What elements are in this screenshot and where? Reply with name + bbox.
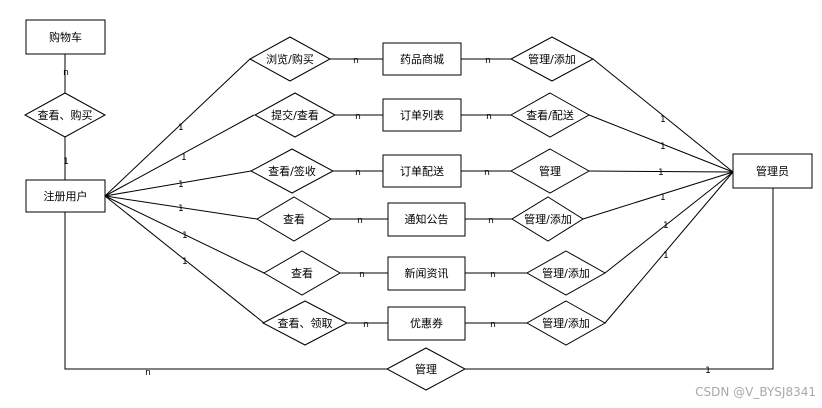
- cardinality-1: 1: [178, 204, 184, 214]
- cardinality-1: 1: [658, 168, 664, 178]
- relation-view-deliver: 查看/配送: [509, 92, 591, 138]
- relation-browse-buy: 浏览/购买: [248, 36, 332, 82]
- cardinality-1: 1: [63, 157, 69, 167]
- entity-order-list-label: 订单列表: [400, 108, 444, 122]
- entity-admin: 管理员: [732, 153, 813, 189]
- relation-view-notice-label: 查看: [283, 212, 305, 226]
- entity-user: 注册用户: [25, 179, 106, 213]
- relation-manage-bottom: 管理: [385, 347, 467, 391]
- cardinality-1: 1: [660, 142, 666, 152]
- cardinality-n: n: [490, 270, 496, 280]
- cardinality-1: 1: [660, 115, 666, 125]
- entity-cart: 购物车: [25, 19, 106, 55]
- relation-view-news: 查看: [263, 250, 341, 296]
- relation-view-news-label: 查看: [291, 266, 313, 280]
- cardinality-n: n: [363, 320, 369, 330]
- entity-order-delivery-label: 订单配送: [400, 164, 444, 178]
- cardinality-n: n: [486, 112, 492, 122]
- cardinality-n: n: [357, 216, 363, 226]
- entity-admin-label: 管理员: [756, 164, 789, 178]
- relation-manage-add-1: 管理/添加: [509, 36, 595, 82]
- cardinality-n: n: [63, 68, 69, 78]
- relation-submit-view: 提交/查看: [253, 92, 337, 138]
- relation-manage-1: 管理: [509, 148, 591, 194]
- entity-news-label: 新闻资讯: [405, 266, 449, 280]
- relation-cart-user-label: 查看、购买: [38, 108, 93, 122]
- cardinality-n: n: [355, 112, 361, 122]
- entity-news: 新闻资讯: [387, 256, 466, 291]
- watermark-text: CSDN @V_BYSJ8341: [695, 385, 816, 399]
- entity-coupon: 优惠券: [387, 306, 466, 341]
- relation-manage-add-2-label: 管理/添加: [524, 212, 572, 226]
- relation-manage-add-3-label: 管理/添加: [542, 266, 590, 280]
- cardinality-n: n: [145, 368, 151, 378]
- cardinality-n: n: [485, 56, 491, 66]
- relation-cart-user: 查看、购买: [23, 92, 107, 138]
- entity-notice-label: 通知公告: [405, 212, 449, 226]
- cardinality-1: 1: [182, 231, 188, 241]
- entity-order-delivery: 订单配送: [382, 154, 462, 188]
- entity-coupon-label: 优惠券: [410, 316, 443, 330]
- entity-user-label: 注册用户: [44, 189, 88, 203]
- relation-view-notice: 查看: [256, 196, 332, 242]
- relation-manage-1-label: 管理: [539, 164, 561, 178]
- cardinality-1: 1: [663, 251, 669, 261]
- cardinality-1: 1: [660, 193, 666, 203]
- relation-manage-add-1-label: 管理/添加: [528, 52, 576, 66]
- relation-manage-add-4-label: 管理/添加: [542, 316, 590, 330]
- relation-view-claim-label: 查看、领取: [278, 316, 333, 330]
- entity-cart-label: 购物车: [49, 30, 82, 44]
- entity-drug-mall: 药品商城: [382, 42, 462, 76]
- cardinality-n: n: [490, 320, 496, 330]
- relation-view-deliver-label: 查看/配送: [526, 108, 574, 122]
- connector-lines: [64, 54, 774, 370]
- cardinality-n: n: [355, 168, 361, 178]
- relation-manage-add-3: 管理/添加: [525, 250, 607, 296]
- relation-view-sign-label: 查看/签收: [268, 164, 316, 178]
- relation-view-sign: 查看/签收: [249, 148, 335, 194]
- cardinality-1: 1: [181, 153, 187, 163]
- entity-order-list: 订单列表: [382, 98, 462, 132]
- cardinality-1: 1: [705, 366, 711, 376]
- relation-manage-add-2: 管理/添加: [511, 196, 584, 242]
- cardinality-n: n: [484, 168, 490, 178]
- relation-manage-add-4: 管理/添加: [525, 300, 607, 346]
- cardinality-n: n: [353, 56, 359, 66]
- relation-submit-view-label: 提交/查看: [271, 108, 319, 122]
- cardinality-1: 1: [663, 221, 669, 231]
- cardinality-n: n: [359, 270, 365, 280]
- cardinality-n: n: [488, 216, 494, 226]
- entity-notice: 通知公告: [387, 202, 466, 237]
- cardinality-1: 1: [178, 180, 184, 190]
- cardinality-labels: n 1 1 1 1 1 1 1 n n n n n n n n n n n n …: [63, 56, 711, 378]
- relation-manage-bottom-label: 管理: [415, 362, 437, 376]
- relation-view-claim: 查看、领取: [261, 300, 349, 346]
- cardinality-1: 1: [178, 123, 184, 133]
- entity-drug-mall-label: 药品商城: [400, 52, 444, 66]
- cardinality-1: 1: [182, 257, 188, 267]
- relation-browse-buy-label: 浏览/购买: [266, 52, 314, 66]
